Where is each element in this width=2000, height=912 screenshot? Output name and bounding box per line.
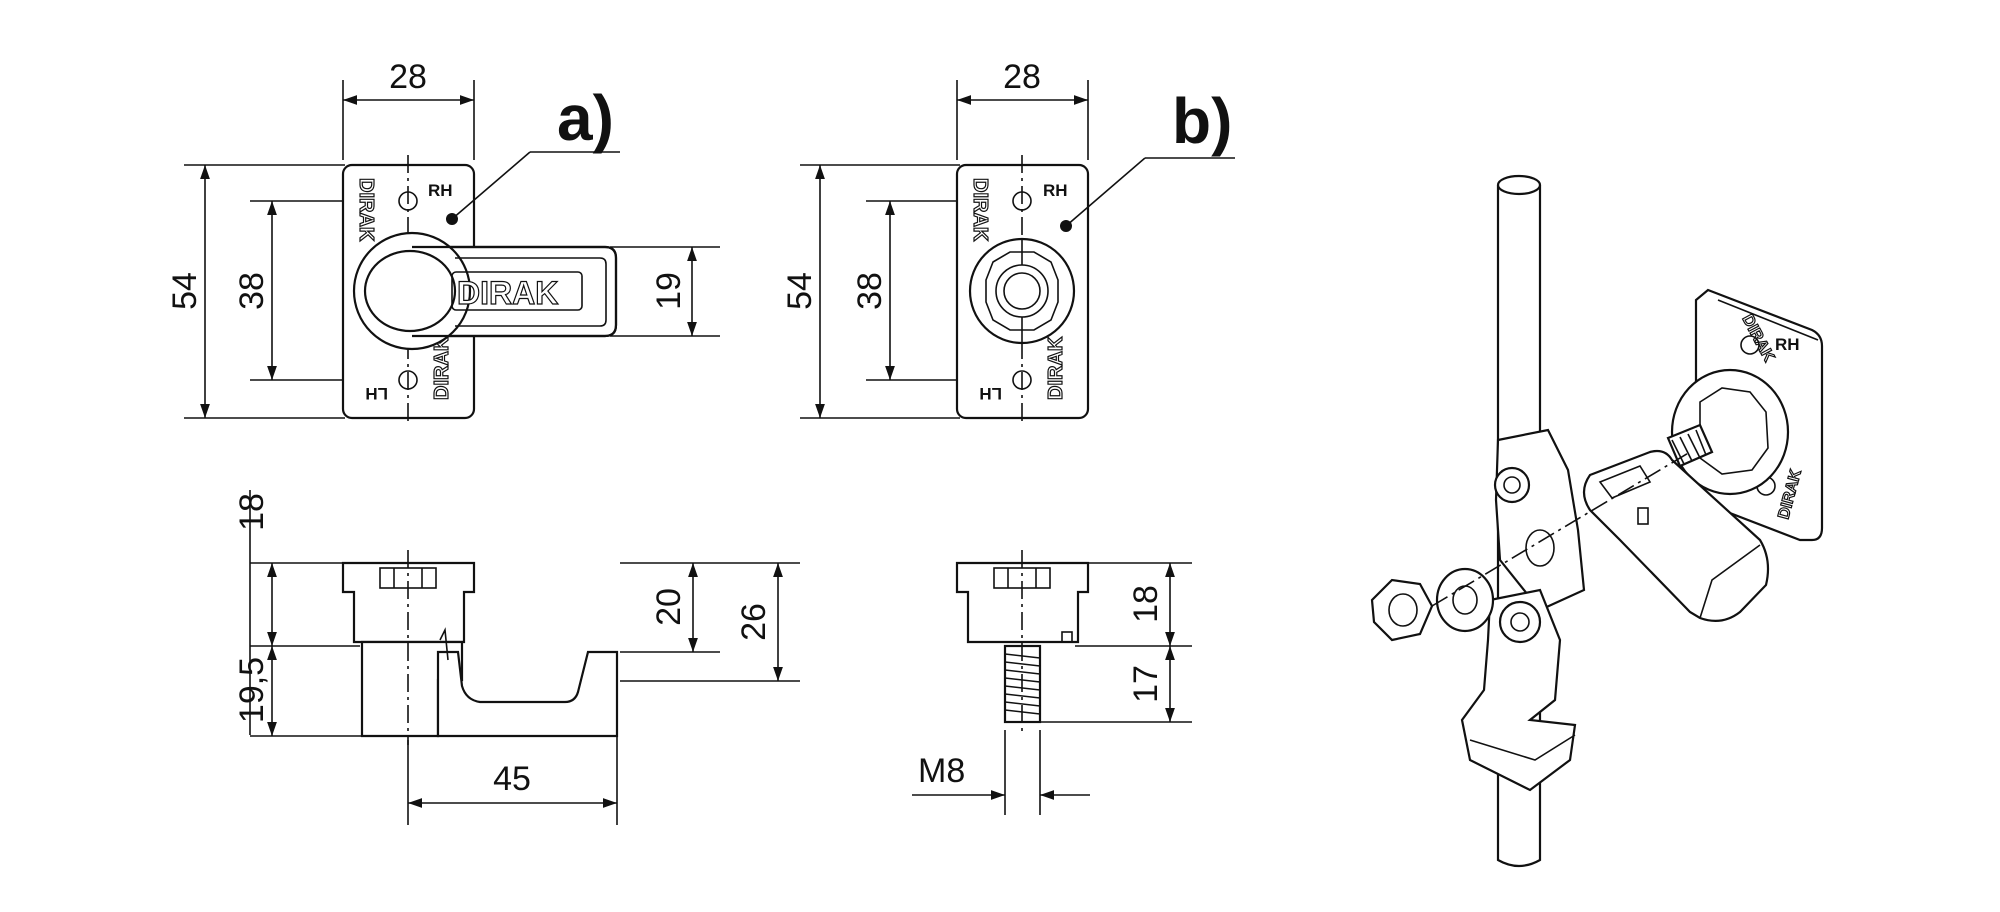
thread-size-label: M8 [918,752,965,790]
callout-b: b) [1172,85,1232,157]
width-dimension-b: 28 [1003,58,1041,96]
iso-hex-nut [1370,578,1434,642]
mounting-hole-icon [398,191,418,211]
mounting-hole-icon [1012,370,1032,390]
side-view-a: 18 19,5 20 26 45 [233,490,800,825]
height-dimension-a: 54 [166,272,204,310]
iso-lower-bracket [1460,588,1577,792]
mounting-hole-icon [1012,191,1032,211]
lower-height-dimension: 19,5 [233,657,271,723]
top-height-dimension: 18 [233,493,271,531]
plate-brand-a-bottom: DIRAK [431,336,453,400]
body-height-dimension: 18 [1127,585,1165,623]
lh-mark-b: LH [979,384,1002,403]
handle-total-dimension: 26 [735,603,773,641]
handle-length-dimension: 45 [493,760,531,798]
side-view-b: 18 17 M8 [912,550,1192,815]
front-view-b: 28 54 38 RH LH DIRAK DIRAK b) [781,58,1235,425]
callout-a: a) [557,82,614,154]
handle-drop-dimension: 20 [650,588,688,626]
iso-washer [1435,567,1495,633]
hole-spacing-dimension-a: 38 [233,272,271,310]
plate-brand-a-top: DIRAK [355,178,377,242]
thread-length-dimension: 17 [1127,665,1165,703]
receiver-body [341,561,476,644]
hole-spacing-dimension-b: 38 [851,272,889,310]
width-dimension-a: 28 [389,58,427,96]
lever-side [436,650,619,738]
plate-brand-b-bottom: DIRAK [1045,336,1067,400]
rh-mark-a: RH [428,181,453,200]
height-dimension-b: 54 [781,272,819,310]
lh-mark-a: LH [365,384,388,403]
handle-width-dimension-a: 19 [650,272,688,310]
plate-brand-b-top: DIRAK [969,178,991,242]
mounting-hole-icon [398,370,418,390]
isometric-assembly: DIRAK DIRAK RH LH [1370,174,1824,868]
iso-rh-mark: RH [1775,335,1800,354]
iso-pivot-bolt [1493,466,1531,504]
iso-lower-bolt [1498,600,1542,644]
cam-receiver [968,237,1076,345]
receiver-body [955,561,1090,644]
front-view-a: 28 54 38 19 RH LH DIRAK DIRAK DIRAK a) [166,58,720,425]
lever-brand: DIRAK [457,275,558,311]
rh-mark-b: RH [1043,181,1068,200]
iso-cam-lever [1582,449,1770,623]
